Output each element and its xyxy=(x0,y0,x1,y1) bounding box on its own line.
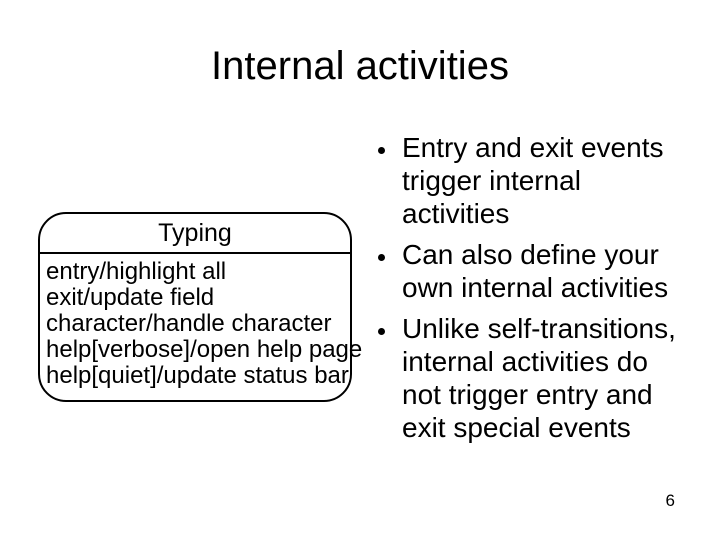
state-name: Typing xyxy=(40,214,350,254)
state-activity-exit: exit/update field xyxy=(46,284,215,311)
state-activity-character: character/handle character xyxy=(46,310,332,337)
bullet-text: Unlike self-transitions, internal activi… xyxy=(402,313,676,443)
bullet-text: Entry and exit events trigger internal a… xyxy=(402,132,664,229)
bullet-text: Can also define your own internal activi… xyxy=(402,239,669,303)
bullet-icon xyxy=(378,328,385,335)
bullet-list: Entry and exit events trigger internal a… xyxy=(378,131,698,452)
bullet-icon xyxy=(378,147,385,154)
state-activity-entry: entry/highlight all xyxy=(46,258,227,285)
state-activity-help-verbose: help[verbose]/open help page xyxy=(46,336,363,363)
state-internal-activities: entry/highlight all exit/update field ch… xyxy=(40,254,363,389)
bullet-item: Entry and exit events trigger internal a… xyxy=(378,131,698,230)
bullet-item: Can also define your own internal activi… xyxy=(378,238,698,304)
bullet-item: Unlike self-transitions, internal activi… xyxy=(378,312,698,444)
page-number: 6 xyxy=(665,491,675,510)
slide-title: Internal activities xyxy=(211,44,509,88)
bullet-icon xyxy=(378,254,385,261)
uml-state-box: Typing entry/highlight all exit/update f… xyxy=(38,212,363,402)
state-activity-help-quiet: help[quiet]/update status bar xyxy=(46,362,349,389)
